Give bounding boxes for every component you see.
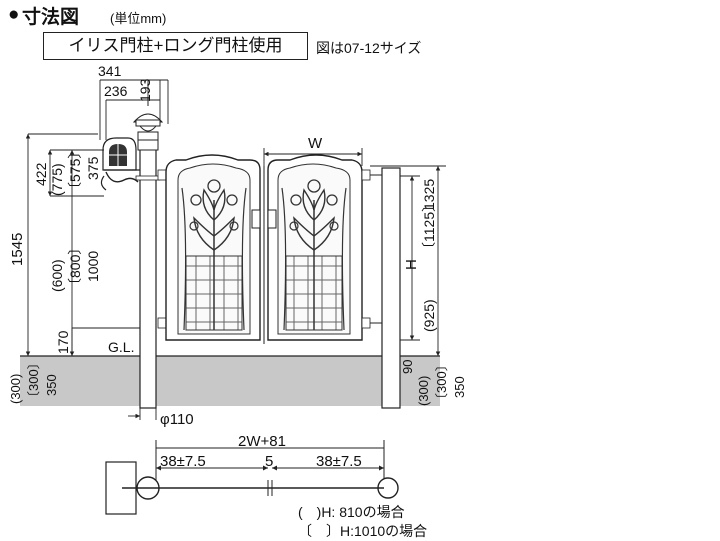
plan-view xyxy=(105,440,399,515)
page-title: 寸法図 xyxy=(22,7,80,28)
dim-775: (775) xyxy=(49,163,65,196)
dim-right-300b: 〔300〕 xyxy=(434,358,449,406)
dim-left-350: 350 xyxy=(44,374,59,396)
dim-1125: 〔1125〕 xyxy=(421,198,437,256)
dim-w: W xyxy=(308,135,323,152)
dim-left-300b: 〔300〕 xyxy=(26,356,41,404)
dim-170: 170 xyxy=(55,330,71,354)
dim-575: 〔575〕 xyxy=(67,145,83,196)
dim-right-300a: (300) xyxy=(416,376,431,406)
ground-section xyxy=(20,356,440,406)
dim-800: 〔800〕 xyxy=(67,241,83,292)
dim-925: (925) xyxy=(421,299,437,332)
dim-600: (600) xyxy=(49,259,65,292)
width-dimension-line xyxy=(263,148,363,166)
dim-plan-center: 5 xyxy=(265,453,273,470)
legend-paren: ( )H: 810の場合 xyxy=(298,504,405,520)
dim-plan-right: 38±7.5 xyxy=(316,453,362,470)
dim-left-300a: (300) xyxy=(8,374,23,404)
legend-bracket: 〔 〕H:1010の場合 xyxy=(298,523,428,539)
dim-1545: 1545 xyxy=(9,233,26,266)
unit-label: (単位mm) xyxy=(110,11,167,26)
right-dimension-lines xyxy=(370,165,446,356)
gate-left xyxy=(165,154,261,341)
dim-193: 193 xyxy=(137,78,153,102)
dim-post-diameter: φ110 xyxy=(160,411,194,428)
dim-1325: 1325 xyxy=(421,179,437,210)
right-post xyxy=(361,167,401,409)
product-name-box: イリス門柱+ロング門柱使用 xyxy=(43,32,308,60)
top-dimension-lines xyxy=(99,79,169,140)
dim-341: 341 xyxy=(98,63,122,79)
dim-plan-left: 38±7.5 xyxy=(160,453,206,470)
post-diameter-line xyxy=(128,408,157,420)
dim-236: 236 xyxy=(104,83,128,99)
left-post xyxy=(132,98,167,409)
dim-h: H xyxy=(403,259,420,270)
dim-422: 422 xyxy=(33,162,49,186)
dim-375: 375 xyxy=(85,156,101,180)
dim-plan-total: 2W+81 xyxy=(238,433,286,450)
gate-right xyxy=(267,154,363,341)
figure-note: 図は07-12サイズ xyxy=(316,40,422,56)
dim-right-350: 350 xyxy=(452,376,467,398)
dim-90: 90 xyxy=(400,360,415,374)
gl-label: G.L. xyxy=(108,339,134,355)
left-dimension-lines xyxy=(25,133,140,356)
dim-1000: 1000 xyxy=(85,251,101,282)
mailbox xyxy=(100,137,140,191)
title-bullet: ● xyxy=(8,4,20,25)
